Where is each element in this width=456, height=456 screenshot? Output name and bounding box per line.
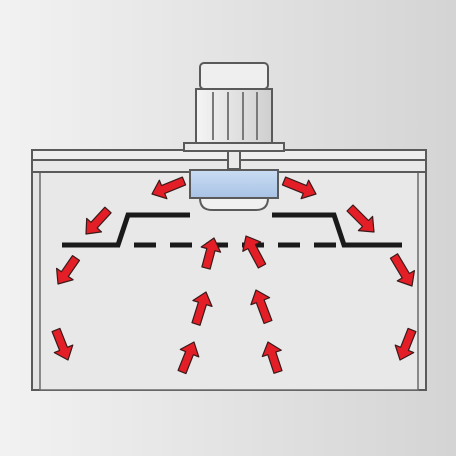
airflow-arrow-icon [242,235,267,269]
baffle-left-raised [62,212,190,248]
motor-shaft [227,150,241,170]
airflow-arrow-icon [177,341,200,375]
airflow-arrow-icon [200,237,222,270]
airflow-arrows [51,176,417,375]
fan-hub-base [198,197,270,211]
motor-cap [199,62,269,90]
motor-body [195,88,273,144]
airflow-arrow-icon [346,204,375,233]
airflow-arrow-icon [151,176,187,200]
airflow-arrow-icon [394,327,417,361]
airflow-arrow-icon [191,291,213,326]
airflow-arrow-icon [55,255,81,285]
airflow-arrow-icon [389,253,415,287]
motor-flange [183,142,285,152]
airflow-arrow-icon [250,289,273,325]
airflow-arrow-icon [281,176,317,200]
baffle-right-raised [272,212,402,248]
airflow-arrow-icon [85,206,112,235]
airflow-arrow-icon [261,341,283,374]
fan-hub-body [189,169,279,199]
fan-hub-icon [189,169,279,211]
airflow-arrow-icon [51,327,74,361]
baffle-plate-icon [62,212,402,248]
motor-icon [183,62,285,170]
